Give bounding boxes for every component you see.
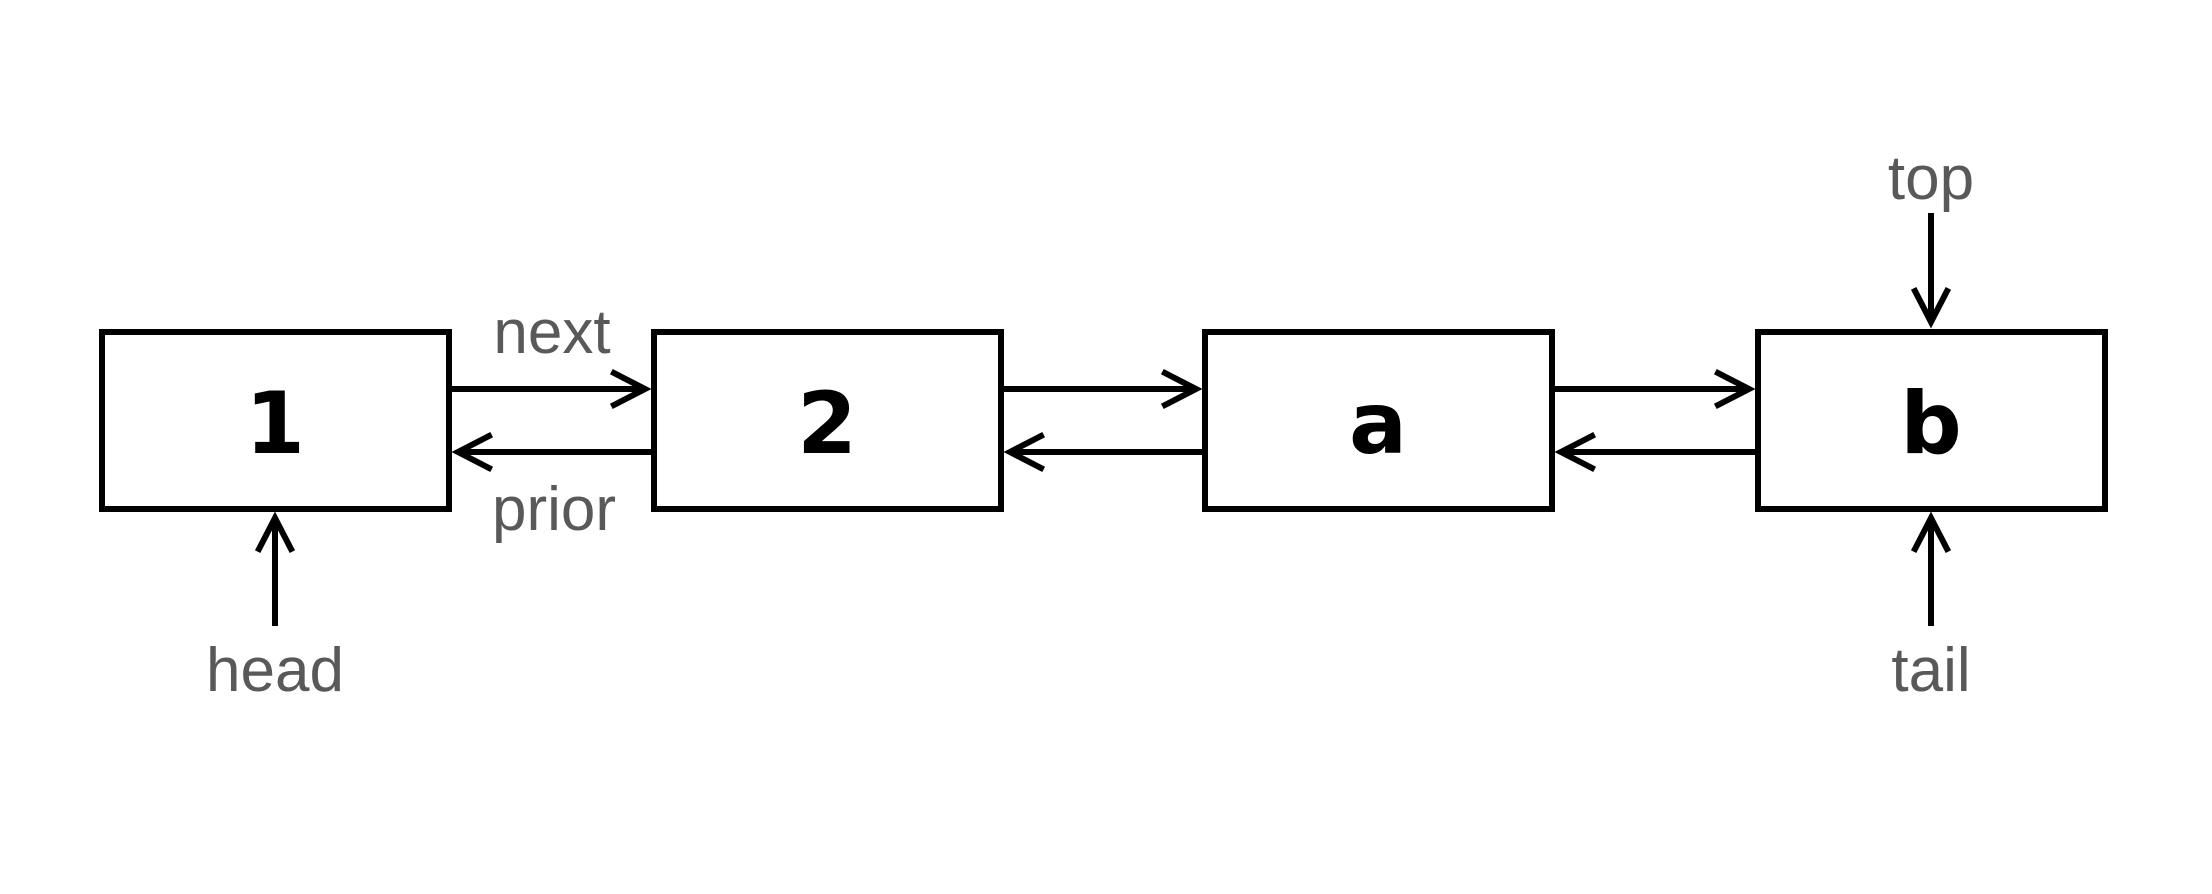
node-value: 2 <box>797 374 857 474</box>
top-label: top <box>1888 144 1974 213</box>
node-value: b <box>1900 374 1962 474</box>
next-label: next <box>493 298 610 367</box>
prior-arrow-b-a <box>1554 431 1758 473</box>
node-1: 1 <box>99 329 452 512</box>
node-box <box>651 329 1004 512</box>
node-2: 2 <box>651 329 1004 512</box>
node-value: 1 <box>245 374 305 474</box>
node-b: b <box>1755 329 2108 512</box>
node-a: a <box>1202 329 1555 512</box>
node-box <box>99 329 452 512</box>
node-box <box>1755 329 2108 512</box>
next-arrow-2-a <box>1001 368 1203 410</box>
head-pointer-arrow <box>254 511 296 626</box>
top-pointer-arrow <box>1910 213 1952 329</box>
prior-arrow-a-2 <box>1003 431 1205 473</box>
tail-label: tail <box>1891 636 1970 705</box>
node-value: a <box>1349 374 1407 474</box>
tail-pointer-arrow <box>1910 511 1952 626</box>
prior-label: prior <box>492 475 616 544</box>
prior-arrow-2-1 <box>451 431 654 473</box>
next-arrow-a-b <box>1552 368 1756 410</box>
head-label: head <box>206 636 344 705</box>
next-arrow-1-2 <box>449 368 652 410</box>
node-box <box>1202 329 1555 512</box>
